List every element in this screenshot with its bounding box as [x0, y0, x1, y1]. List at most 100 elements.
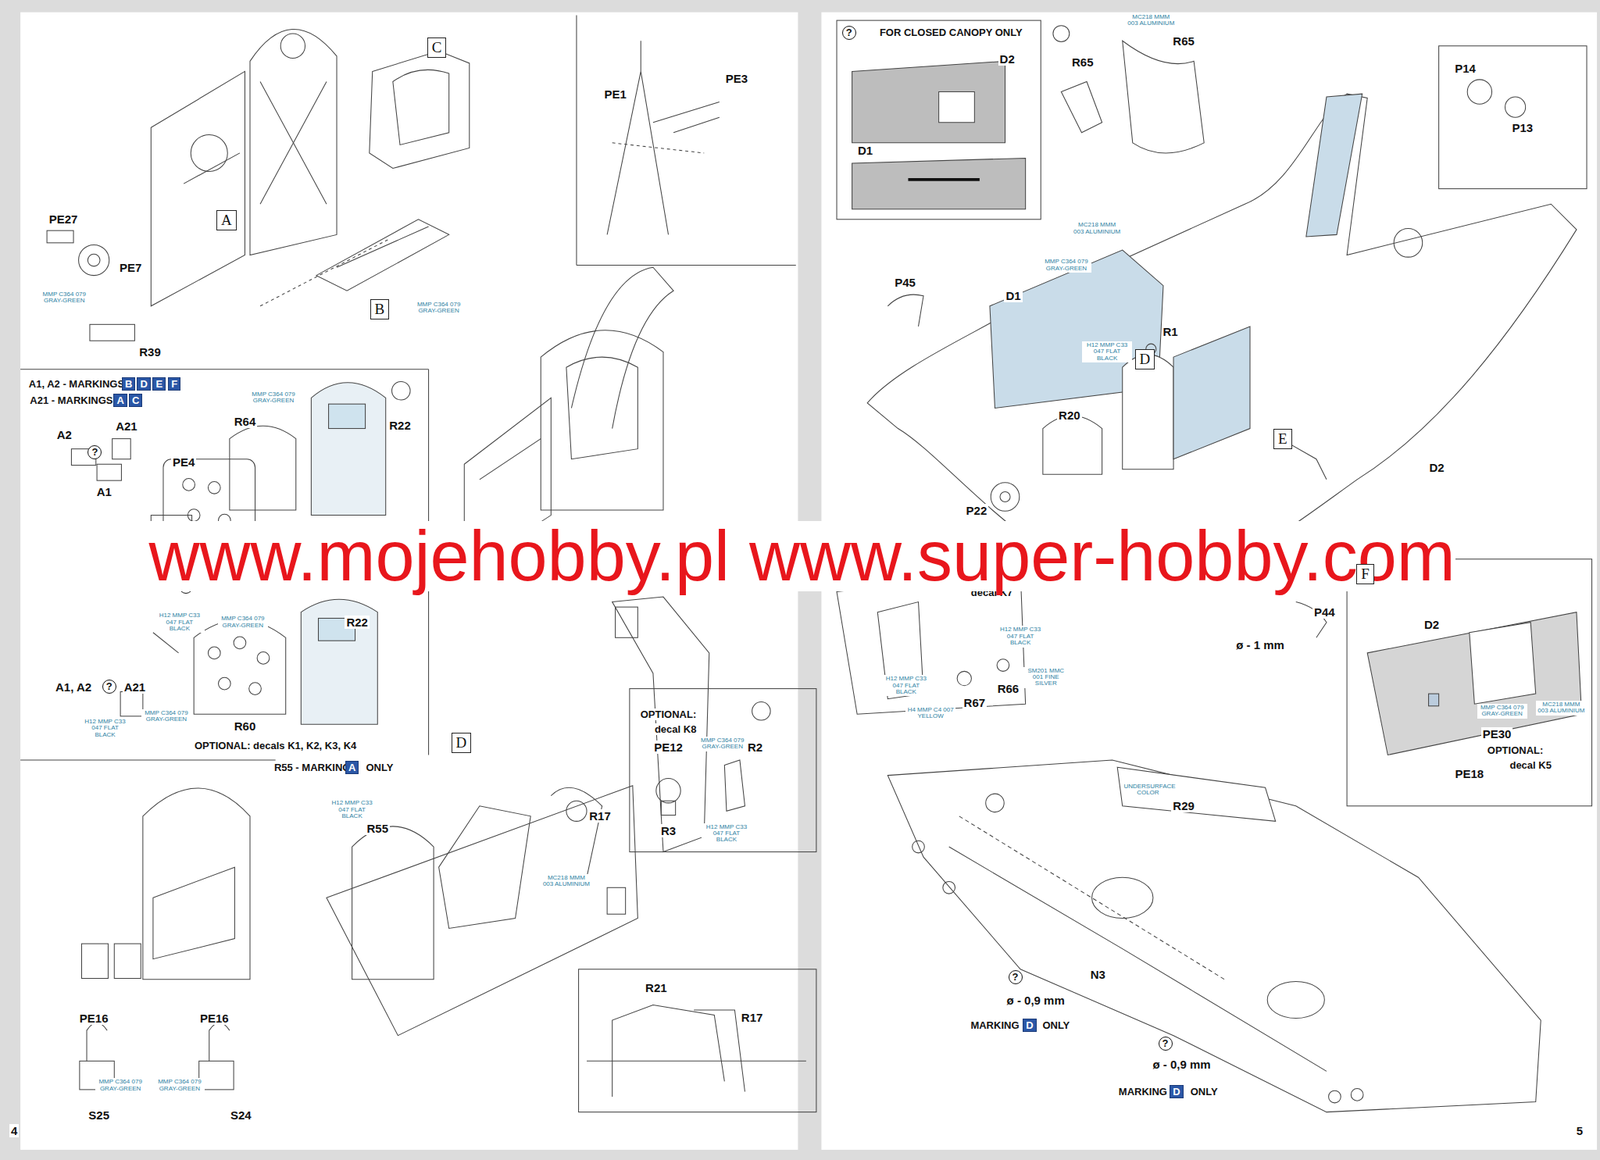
part-number: PE18 [1453, 767, 1486, 781]
note-text: A1, A2 - MARKINGS [27, 378, 126, 390]
part-number: S24 [228, 1108, 254, 1122]
note-text: decal K8 [653, 723, 698, 736]
note-text: decal K5 [1507, 759, 1553, 772]
part-number: R29 [1171, 799, 1197, 813]
note-text: A21 - MARKINGS [28, 394, 115, 407]
part-number: PE12 [652, 740, 685, 754]
part-number: D2 [1422, 617, 1441, 632]
note-text: MARKING [968, 1019, 1021, 1032]
part-number: R64 [232, 414, 258, 429]
note-text: ONLY [1189, 1085, 1220, 1098]
part-number: R3 [659, 824, 678, 838]
paint-callout: H12 MMP C33 047 FLAT BLACK [327, 799, 378, 821]
part-number: 5 [1575, 1124, 1585, 1138]
part-number: R17 [739, 1010, 765, 1025]
step-letter-box: D [1135, 349, 1156, 370]
part-number: P13 [1510, 121, 1535, 135]
paint-callout: H12 MMP C33 047 FLAT BLACK [154, 611, 205, 633]
part-number: R67 [962, 696, 988, 710]
note-text: ONLY [1040, 1019, 1072, 1032]
marking-badge: A [113, 393, 127, 408]
paint-callout: MMP C364 079 GRAY-GREEN [1477, 703, 1528, 719]
part-number: D1 [1003, 289, 1022, 303]
part-number: ø - 1 mm [1234, 638, 1286, 652]
part-number: ø - 0,9 mm [1005, 993, 1067, 1008]
marking-badge: A [345, 760, 359, 775]
part-number: PE4 [171, 455, 197, 469]
marking-badge: E [152, 377, 166, 391]
part-number: R65 [1171, 34, 1197, 48]
paint-callout: MMP C364 079 GRAY-GREEN [154, 1078, 205, 1093]
part-number: R1 [1161, 325, 1180, 339]
node-text: A [221, 211, 233, 229]
marking-badge: D [136, 377, 150, 391]
paint-callout: MMP C364 079 GRAY-GREEN [95, 1078, 146, 1093]
node-text: D [1025, 1019, 1033, 1032]
paint-callout: SM201 MMC 001 FINE SILVER [1021, 667, 1072, 689]
part-number: R66 [996, 682, 1022, 696]
paint-callout: H12 MMP C33 047 FLAT BLACK [995, 625, 1046, 647]
part-number: PE3 [724, 71, 750, 86]
part-number: R39 [137, 345, 163, 359]
node-text: C [432, 39, 443, 56]
note-text: OPTIONAL: [639, 708, 699, 721]
node-text: A [348, 761, 356, 774]
node-text: F [1360, 565, 1370, 583]
paint-callout: MMP C364 079 GRAY-GREEN [697, 736, 748, 752]
marking-badge: C [128, 393, 143, 408]
part-number: A1, A2 [53, 680, 93, 694]
paint-callout: MMP C364 079 GRAY-GREEN [141, 709, 192, 725]
watermark: www.mojehobby.pl www.super-hobby.com [148, 521, 1455, 592]
node-text: C [132, 394, 140, 407]
node-text: F [171, 378, 178, 390]
part-number: PE7 [117, 260, 143, 275]
paint-callout: H12 MMP C33 047 FLAT BLACK [701, 823, 752, 845]
part-number: R55 [364, 821, 390, 836]
node-text: B [375, 300, 386, 318]
marking-badge: D [1169, 1085, 1183, 1099]
part-number: P44 [1312, 605, 1337, 619]
paint-callout: MC218 MMM 003 ALUMINIUM [541, 874, 592, 890]
question-symbol: ? [1158, 1036, 1173, 1051]
part-number: PE16 [198, 1011, 231, 1025]
part-number: PE16 [78, 1011, 111, 1025]
note-text: R55 - MARKING [272, 761, 353, 774]
part-number: R22 [344, 615, 370, 629]
part-number: P45 [892, 275, 918, 290]
paint-callout: UNDERSURFACE COLOR [1122, 782, 1173, 798]
part-number: PE1 [602, 87, 628, 101]
part-number: P22 [964, 503, 990, 518]
part-number: R22 [387, 418, 413, 433]
part-number: A21 [114, 419, 140, 433]
paint-callout: MC218 MMM 003 ALUMINIUM [1125, 13, 1176, 29]
node-text: D [1172, 1085, 1180, 1098]
part-number: R17 [587, 809, 613, 823]
node-text: D [1139, 350, 1151, 368]
note-text: OPTIONAL: [1485, 744, 1546, 757]
question-symbol: ? [842, 25, 857, 40]
note-text: OPTIONAL: decals K1, K2, K3, K4 [192, 739, 358, 752]
node-text: B [125, 378, 133, 390]
part-number: N3 [1089, 967, 1108, 982]
part-number: A21 [122, 680, 148, 694]
part-number: PE27 [47, 212, 80, 226]
part-number: P14 [1453, 61, 1478, 75]
paint-callout: MC218 MMM 003 ALUMINIUM [1071, 221, 1122, 236]
part-number: D2 [1427, 460, 1446, 475]
paint-callout: H12 MMP C33 047 FLAT BLACK [881, 675, 932, 697]
paint-callout: H12 MMP C33 047 FLAT BLACK [80, 717, 131, 740]
node-text: E [1278, 430, 1288, 447]
part-number: D1 [856, 143, 875, 158]
part-number: R21 [643, 981, 669, 995]
marking-badge: D [1022, 1018, 1036, 1033]
step-letter-box: D [451, 732, 472, 754]
paint-callout: MMP C364 079 GRAY-GREEN [414, 300, 465, 316]
question-symbol: ? [87, 445, 102, 460]
part-number: 4 [9, 1124, 19, 1138]
marking-badge: F [167, 377, 181, 391]
part-number: A1 [95, 485, 114, 499]
question-symbol: ? [102, 679, 117, 694]
step-letter-box: B [370, 299, 390, 320]
part-number: ø - 0,9 mm [1150, 1057, 1212, 1072]
part-number: R20 [1057, 408, 1083, 422]
